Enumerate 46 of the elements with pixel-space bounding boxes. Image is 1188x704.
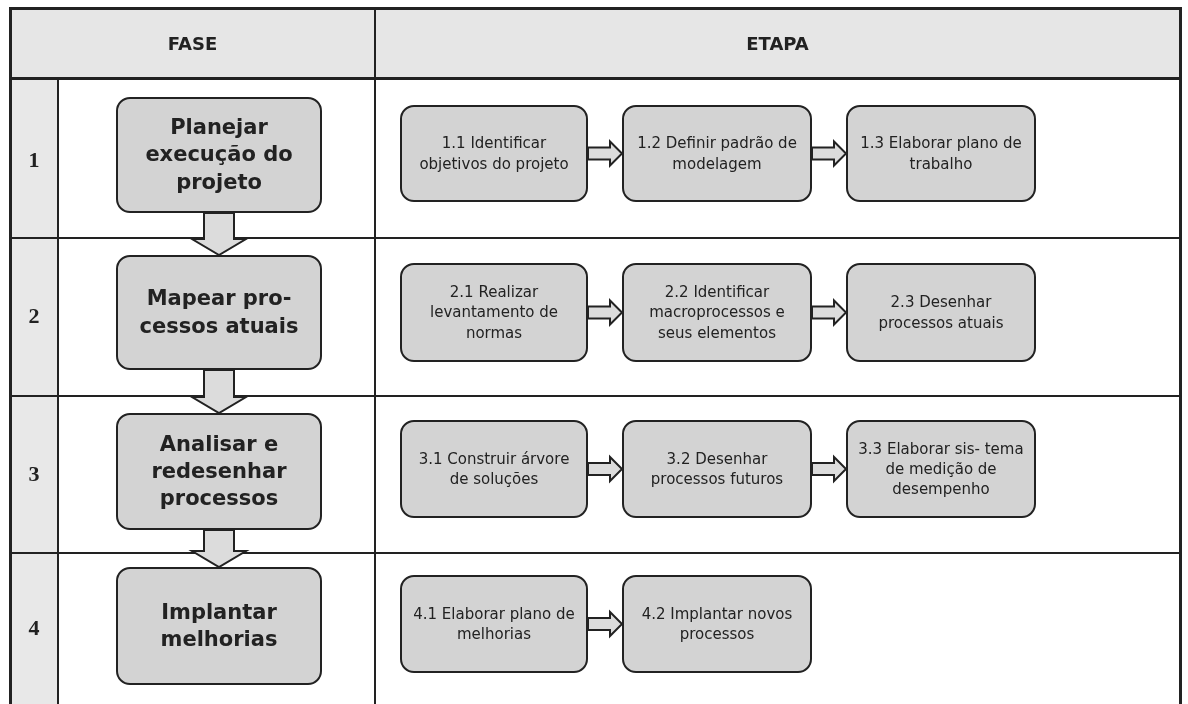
step-box bbox=[622, 575, 812, 673]
step-box bbox=[622, 420, 812, 518]
block-arrow bbox=[587, 298, 624, 327]
row-number: 2 bbox=[28, 303, 40, 329]
row-number: 3 bbox=[28, 461, 40, 487]
step-box bbox=[622, 105, 812, 202]
step-box bbox=[400, 420, 588, 518]
block-arrow bbox=[811, 298, 848, 327]
step-box bbox=[846, 263, 1036, 362]
step-box bbox=[400, 105, 588, 202]
phase-name: Implantar melhorias bbox=[159, 598, 279, 653]
phase-box bbox=[116, 97, 322, 213]
step-name: 3.2 Desenhar processos futuros bbox=[649, 448, 785, 490]
block-arrow bbox=[587, 454, 624, 484]
step-box bbox=[622, 263, 812, 362]
block-arrow bbox=[587, 609, 624, 639]
step-name: 3.1 Construir árvore de soluções bbox=[417, 448, 571, 490]
step-name: 4.1 Elaborar plano de melhorias bbox=[412, 603, 576, 645]
row-number: 1 bbox=[28, 147, 40, 173]
step-box bbox=[400, 575, 588, 673]
phase-box bbox=[116, 413, 322, 530]
phase-name: Analisar e redesenhar processos bbox=[150, 430, 288, 513]
block-arrow bbox=[188, 212, 250, 257]
step-name: 1.2 Definir padrão de modelagem bbox=[636, 133, 798, 174]
block-arrow bbox=[188, 369, 250, 415]
block-arrow bbox=[811, 454, 848, 484]
step-name: 1.3 Elaborar plano de trabalho bbox=[859, 133, 1023, 174]
step-box bbox=[846, 105, 1036, 202]
step-box bbox=[846, 420, 1036, 518]
column-header: FASE bbox=[167, 32, 218, 54]
phase-name: Mapear pro- cessos atuais bbox=[138, 285, 300, 340]
step-name: 4.2 Implantar novos processos bbox=[640, 603, 794, 645]
row-number: 4 bbox=[28, 615, 40, 641]
step-box bbox=[400, 263, 588, 362]
step-name: 2.1 Realizar levantamento de normas bbox=[429, 282, 559, 343]
step-name: 3.3 Elaborar sis- tema de medição de desempenho bbox=[857, 438, 1025, 500]
phase-box bbox=[116, 567, 322, 685]
block-arrow bbox=[587, 139, 624, 168]
step-name: 1.1 Identificar objetivos do projeto bbox=[418, 133, 570, 174]
block-arrow bbox=[811, 139, 848, 168]
phase-name: Planejar execução do projeto bbox=[144, 114, 294, 196]
block-arrow bbox=[188, 529, 250, 569]
step-name: 2.2 Identificar macroprocessos e seus elementos bbox=[648, 282, 786, 343]
phase-box bbox=[116, 255, 322, 370]
step-name: 2.3 Desenhar processos atuais bbox=[877, 292, 1005, 333]
column-header: ETAPA bbox=[746, 32, 809, 54]
